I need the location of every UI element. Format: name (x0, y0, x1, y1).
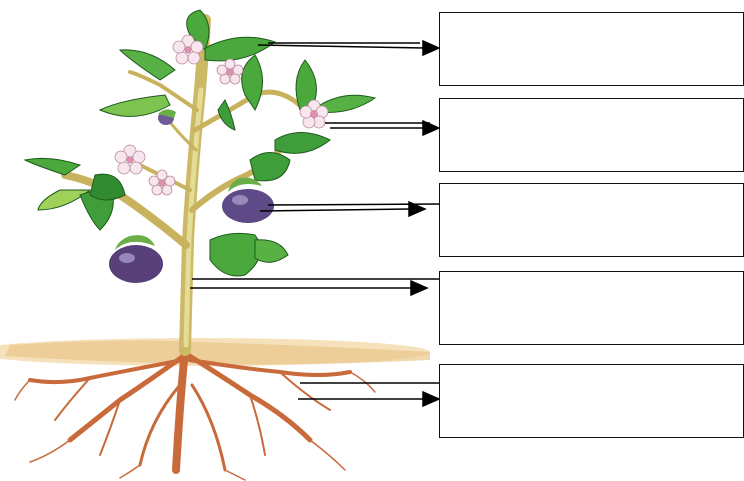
roots (15, 350, 375, 480)
arrow-leaf (258, 41, 439, 55)
arrow-flower (325, 121, 439, 135)
label-box-root[interactable] (439, 364, 744, 438)
label-box-stem[interactable] (439, 271, 744, 345)
flower-2 (217, 59, 243, 84)
flower-5 (149, 170, 175, 195)
soil (0, 338, 430, 366)
fruit-2 (109, 235, 163, 283)
arrow-fruit (260, 202, 439, 216)
arrow-stem (190, 279, 439, 295)
label-box-flower[interactable] (439, 98, 744, 172)
label-box-leaf[interactable] (439, 12, 744, 86)
flower-4 (115, 145, 145, 174)
label-box-fruit[interactable] (439, 183, 744, 257)
fruit-3 (158, 109, 176, 125)
